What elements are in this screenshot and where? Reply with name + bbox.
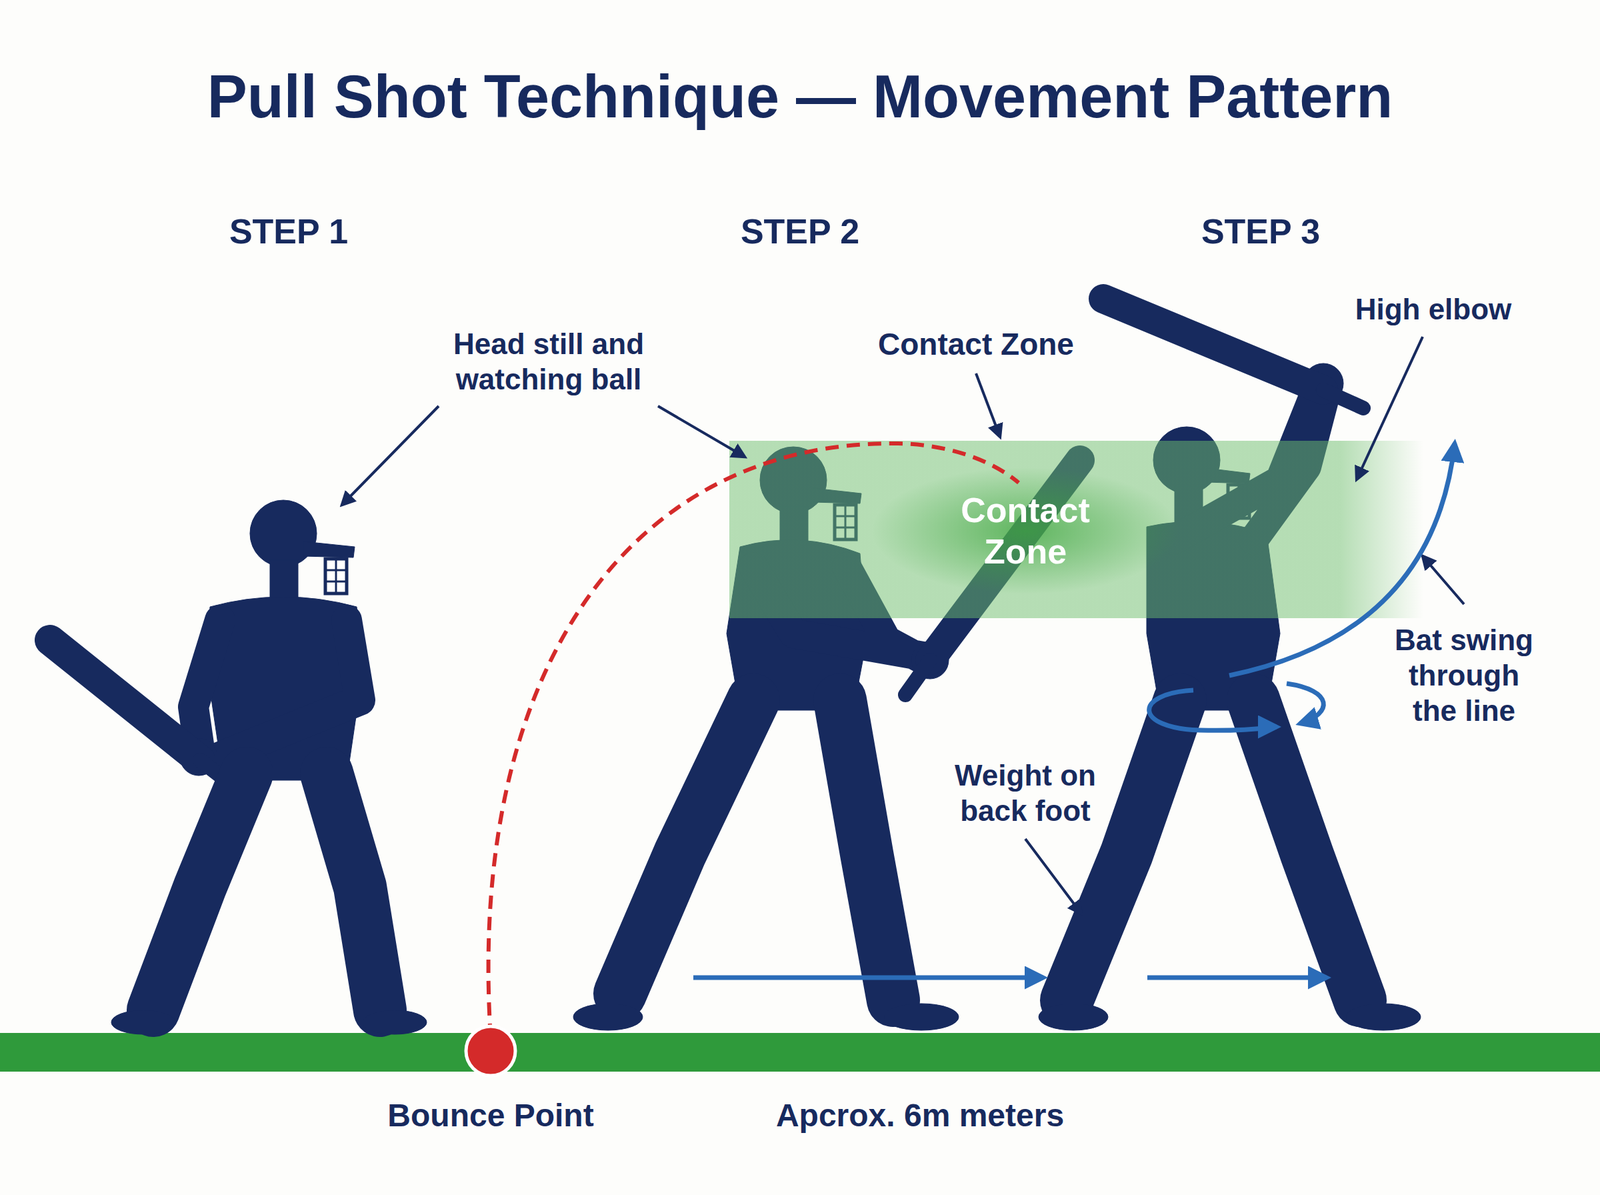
dimension-label: Apcrox. 6m meters [776,1096,1064,1135]
foot [573,1003,643,1030]
ground-strip [0,1032,1600,1072]
ball-bounce-point [466,1026,516,1076]
helmet-brim [303,541,355,558]
foot [1346,1003,1421,1030]
callout-text: Weight on back foot [938,758,1112,829]
callout-text: Head still and watching ball [422,326,676,398]
bat [50,640,200,760]
legs [1066,700,1360,1000]
foot [111,1010,176,1034]
callout-text: Contact Zone [878,326,1074,363]
batsman-step1 [50,500,427,1034]
hip-rotation-arrow [1286,683,1324,724]
leader-arrows [342,336,1464,914]
arms [193,620,360,757]
contact-zone-band: Contact Zone [729,440,1424,618]
helmet [250,500,317,567]
step-heading: STEP 1 [229,210,348,252]
grill-bars [325,558,347,594]
legs [620,700,894,1000]
foot [1038,1003,1108,1030]
leader-arrow [976,373,1000,437]
bat-handle [905,660,930,695]
batsman-step3 [1038,298,1421,1030]
callout-text: High elbow [1355,292,1512,328]
leader-arrow [1025,838,1082,914]
bat-handle [1323,390,1364,408]
dimension-label: Bounce Point [387,1096,594,1135]
zone-label: Contact Zone [938,489,1112,573]
step-heading: STEP 3 [1201,210,1320,252]
step-heading: STEP 2 [740,210,860,252]
legs [153,773,380,1010]
weight-shift-arrow [1147,975,1327,980]
bat [1103,298,1324,390]
leader-arrow [1422,556,1464,604]
hip-rotation-arrow [1149,690,1277,730]
callout-text: Bat swing through the line [1384,622,1544,728]
weight-shift-arrow [693,975,1044,980]
foot [362,1010,427,1034]
face-grill [325,558,347,594]
foot [884,1003,959,1030]
diagram-title: Pull Shot Technique — Movement Pattern [207,60,1394,133]
leader-arrow [342,406,439,505]
